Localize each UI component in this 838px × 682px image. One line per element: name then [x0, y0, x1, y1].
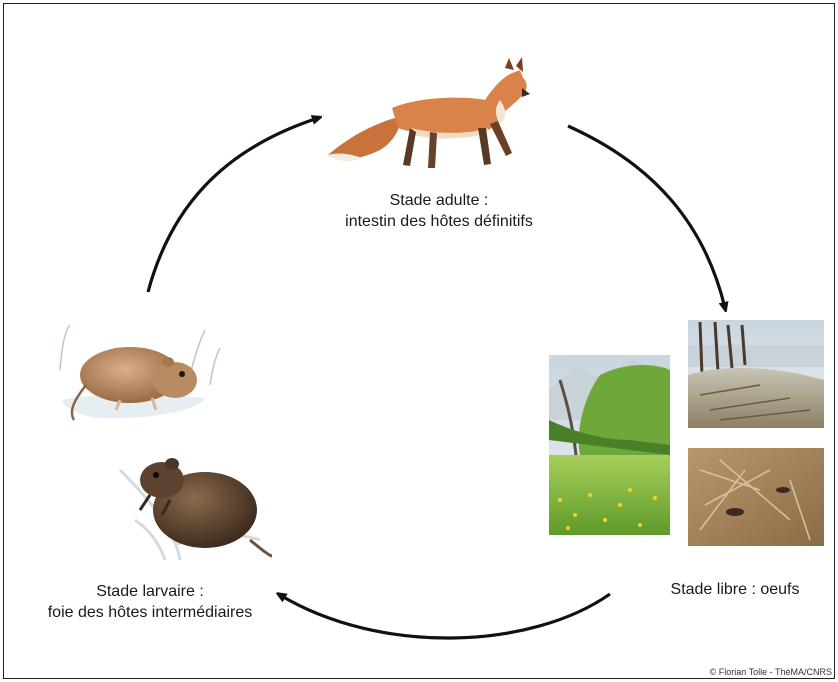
free-stage-label: Stade libre : oeufs	[640, 579, 830, 600]
ground-litter-photo	[688, 448, 824, 546]
image-credit: © Florian Tolle - ThéMA/CNRS	[710, 667, 832, 677]
meadow-photo	[549, 355, 670, 535]
adult-stage-label: Stade adulte : intestin des hôtes défini…	[300, 190, 578, 232]
adult-stage-host: intestin des hôtes définitifs	[300, 211, 578, 232]
larval-stage-host: foie des hôtes intermédiaires	[10, 602, 290, 623]
free-stage-title: Stade libre : oeufs	[640, 579, 830, 600]
larval-stage-title: Stade larvaire :	[10, 581, 290, 602]
adult-stage-title: Stade adulte :	[300, 190, 578, 211]
vole-icon	[60, 325, 220, 420]
arrow-free-to-larval	[280, 594, 610, 638]
fox-icon	[328, 57, 530, 168]
lakeshore-photo	[688, 320, 824, 428]
water-vole-icon	[120, 458, 272, 560]
arrow-adult-to-free	[568, 126, 725, 308]
arrow-larval-to-adult	[148, 118, 318, 292]
larval-stage-label: Stade larvaire : foie des hôtes interméd…	[10, 581, 290, 623]
